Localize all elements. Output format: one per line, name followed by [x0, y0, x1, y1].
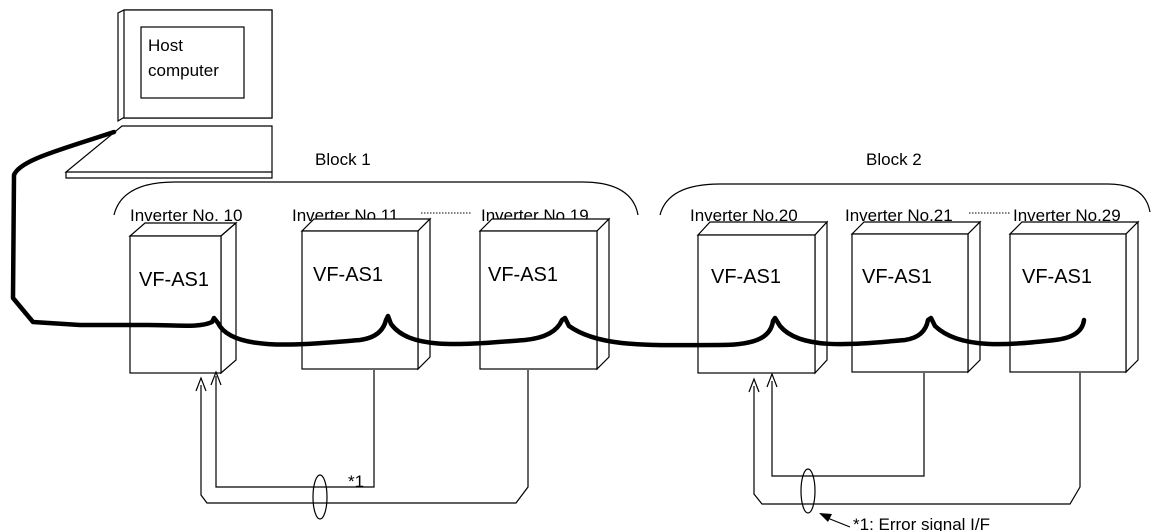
inverter-21-heading: Inverter No.21 — [845, 206, 953, 225]
laptop-base-edge — [65, 172, 273, 179]
communication-cable — [10, 129, 1087, 348]
laptop-display-window — [140, 26, 245, 99]
error-signal-loop-block-2 — [800, 468, 816, 514]
inverter-29: VF-AS1 — [1008, 220, 1140, 374]
inverter-side-face — [220, 221, 237, 375]
inverter-front-face — [479, 230, 598, 370]
inverter-10-heading: Inverter No. 10 — [130, 206, 242, 225]
error-signal-marker: *1 — [348, 472, 364, 491]
error-signal-wiring-block-2: *1: Error signal I/F — [748, 372, 1081, 531]
signal-wire-19 — [200, 370, 529, 504]
inverter-front-face — [1009, 233, 1127, 373]
host-label-line2: computer — [148, 61, 219, 80]
arrow-head — [766, 372, 778, 388]
laptop-keyboard — [64, 125, 273, 173]
inverter-10-model: VF-AS1 — [139, 269, 209, 291]
signal-wire-29 — [753, 373, 1081, 505]
inverter-19: VF-AS1 — [478, 217, 611, 371]
inverter-19-model: VF-AS1 — [488, 264, 558, 286]
inverter-29-model: VF-AS1 — [1022, 266, 1092, 288]
inverter-side-face — [596, 217, 610, 371]
inverter-20-heading: Inverter No.20 — [690, 206, 798, 225]
arrow-head — [195, 376, 207, 392]
block-1-label: Block 1 — [315, 150, 371, 169]
inverter-10: VF-AS1 — [128, 221, 238, 375]
block-1-bracket — [113, 181, 639, 216]
arrow-head — [210, 370, 222, 386]
inverter-top-face — [850, 221, 982, 235]
inverter-top-face — [300, 218, 432, 232]
inverter-front-face — [697, 234, 816, 374]
host-computer: Host computer — [64, 9, 273, 179]
host-label-line1: Host — [148, 36, 183, 55]
signal-wire-11 — [215, 370, 375, 488]
legend-arrow-head — [819, 513, 832, 522]
signal-wire-21 — [771, 373, 925, 477]
inverter-side-face — [1125, 220, 1139, 374]
inverter-21: VF-AS1 — [850, 220, 982, 374]
inverter-11-model: VF-AS1 — [313, 264, 383, 286]
inverter-top-face — [1008, 221, 1140, 235]
inverter-top-face — [128, 222, 238, 237]
inverter-11: VF-AS1 — [300, 217, 432, 371]
inverter-side-face — [417, 217, 431, 371]
block-2-bracket — [659, 183, 1151, 216]
inverter-top-face — [696, 221, 829, 236]
inverter-side-face — [814, 220, 828, 375]
inverter-front-face — [301, 230, 419, 370]
block-2-label: Block 2 — [866, 150, 922, 169]
inverter-side-face — [967, 220, 981, 374]
error-signal-legend: *1: Error signal I/F — [853, 515, 990, 531]
inverter-20-model: VF-AS1 — [711, 266, 781, 288]
inverter-21-model: VF-AS1 — [862, 266, 932, 288]
inverter-front-face — [129, 235, 222, 374]
error-signal-wiring-block-1: *1 — [195, 370, 529, 520]
arrow-head — [748, 377, 760, 393]
inverter-front-face — [851, 233, 969, 373]
inverter-top-face — [478, 218, 611, 232]
inverter-29-heading: Inverter No.29 — [1013, 206, 1121, 225]
inverter-20: VF-AS1 — [696, 220, 829, 375]
error-signal-loop-block-1 — [312, 474, 328, 520]
